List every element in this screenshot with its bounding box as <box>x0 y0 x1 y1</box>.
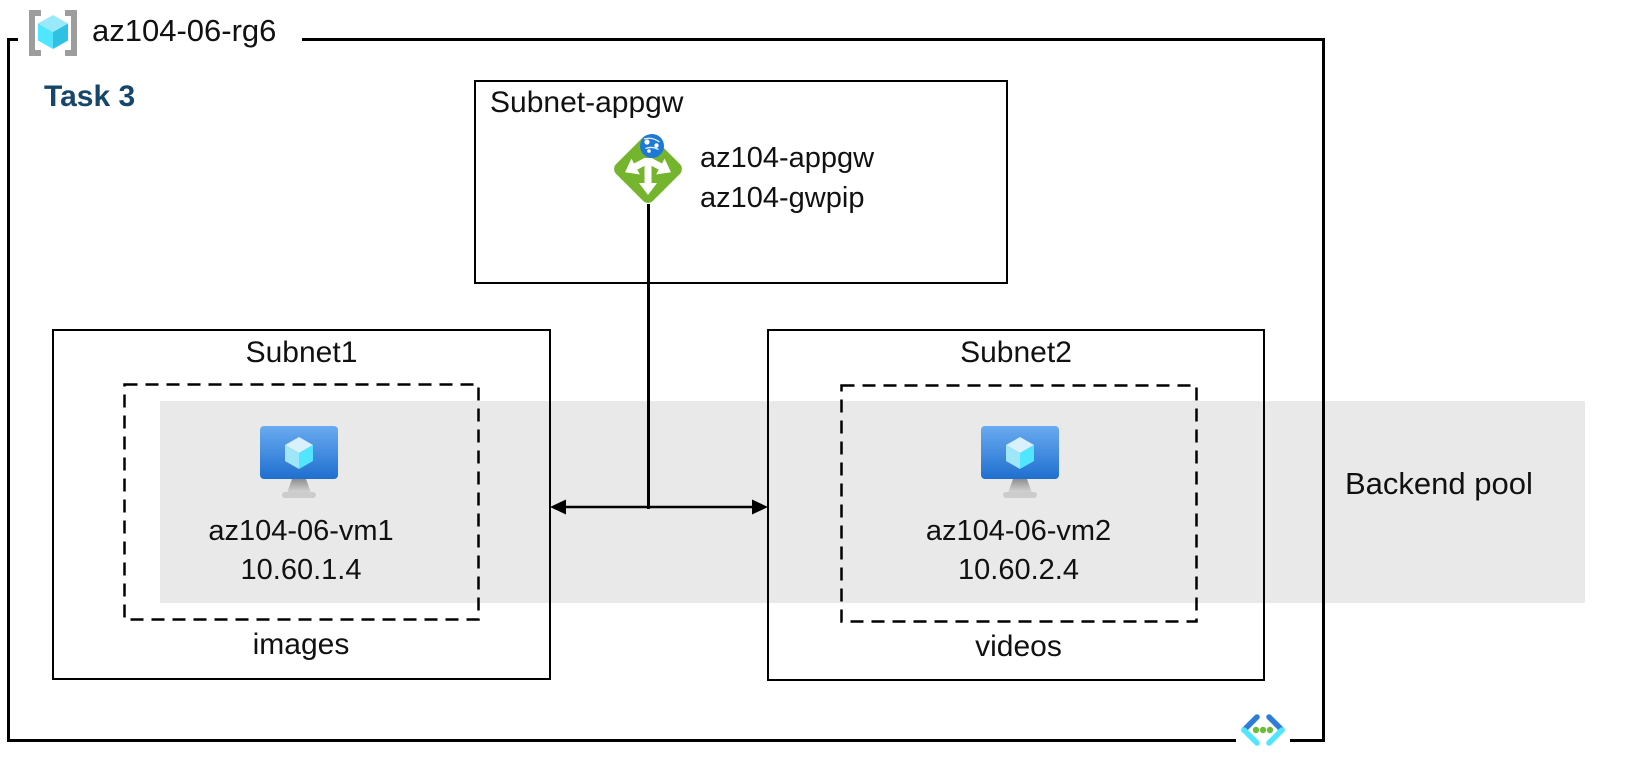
backend-pool-label: Backend pool <box>1345 466 1533 501</box>
vm2-labels: az104-06-vm2 10.60.2.4 <box>842 512 1195 590</box>
virtual-machine-icon <box>981 426 1059 498</box>
vm1-ip: 10.60.1.4 <box>240 554 362 586</box>
connector-line-vertical <box>647 204 650 509</box>
appgw-labels: az104-appgw az104-gwpip <box>700 138 874 218</box>
vm1-name: az104-06-vm1 <box>208 515 394 547</box>
connector-arrow-horizontal <box>550 499 768 515</box>
resource-group-name: az104-06-rg6 <box>92 13 277 48</box>
application-gateway-icon <box>614 134 682 203</box>
subnet2-dashed-box <box>840 384 1198 623</box>
subnet2-caption: videos <box>975 630 1062 663</box>
virtual-machine-icon <box>260 426 338 498</box>
task-label: Task 3 <box>44 80 136 113</box>
gwpip-name: az104-gwpip <box>700 182 865 214</box>
appgw-subnet-title: Subnet-appgw <box>490 86 684 119</box>
appgw-name: az104-appgw <box>700 142 875 174</box>
vm2-ip: 10.60.2.4 <box>958 554 1079 586</box>
subnet2-box <box>767 329 1265 681</box>
appgw-subnet-box <box>474 80 1008 284</box>
vm2-name: az104-06-vm2 <box>925 515 1112 547</box>
virtual-network-icon <box>1236 710 1290 750</box>
resource-group-border-gap <box>18 33 302 46</box>
vm1-labels: az104-06-vm1 10.60.1.4 <box>125 512 477 590</box>
resource-group-box <box>7 38 1325 742</box>
subnet1-box <box>52 329 551 680</box>
subnet1-dashed-box <box>123 383 480 621</box>
backend-pool-band <box>160 401 1585 603</box>
subnet1-title: Subnet1 <box>245 336 358 369</box>
subnet1-caption: images <box>252 628 350 661</box>
resource-group-icon <box>29 10 77 56</box>
subnet2-title: Subnet2 <box>960 336 1072 369</box>
